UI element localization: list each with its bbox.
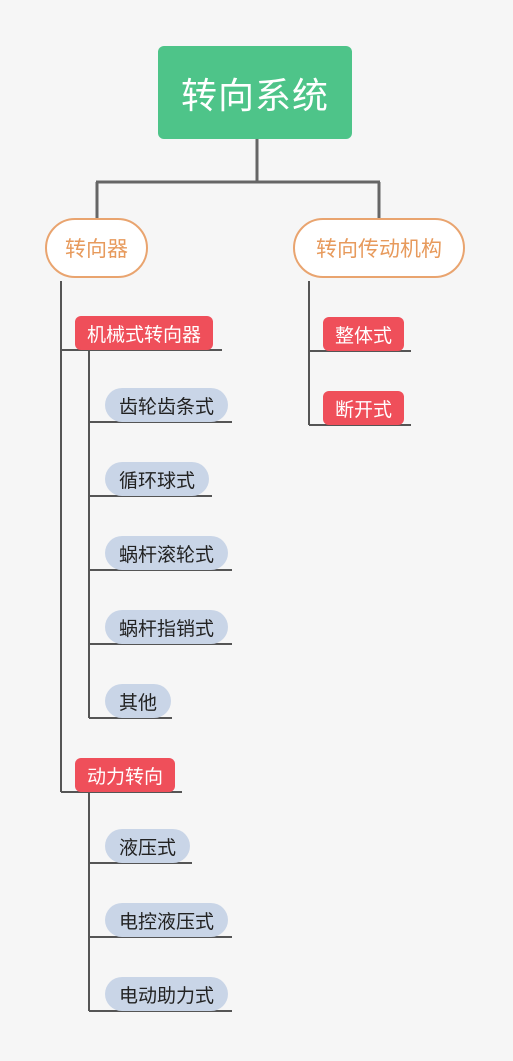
leaf-node: 齿轮齿条式 <box>105 388 229 422</box>
group-node-power: 动力转向 <box>75 758 176 792</box>
leaf-node-integral: 整体式 <box>323 317 405 351</box>
leaf-node: 蜗杆滚轮式 <box>105 536 229 570</box>
branch-node-steering-linkage: 转向传动机构 <box>293 218 465 278</box>
branch-node-steering-gear: 转向器 <box>45 218 148 278</box>
leaf-node: 其他 <box>105 684 172 718</box>
leaf-node: 循环球式 <box>105 462 210 496</box>
group-node-mechanical: 机械式转向器 <box>75 316 214 350</box>
leaf-node: 液压式 <box>105 829 191 863</box>
root-node: 转向系统 <box>158 46 352 139</box>
leaf-node: 蜗杆指销式 <box>105 610 229 644</box>
leaf-node-split: 断开式 <box>323 391 405 425</box>
leaf-node: 电动助力式 <box>105 977 229 1011</box>
leaf-node: 电控液压式 <box>105 903 229 937</box>
